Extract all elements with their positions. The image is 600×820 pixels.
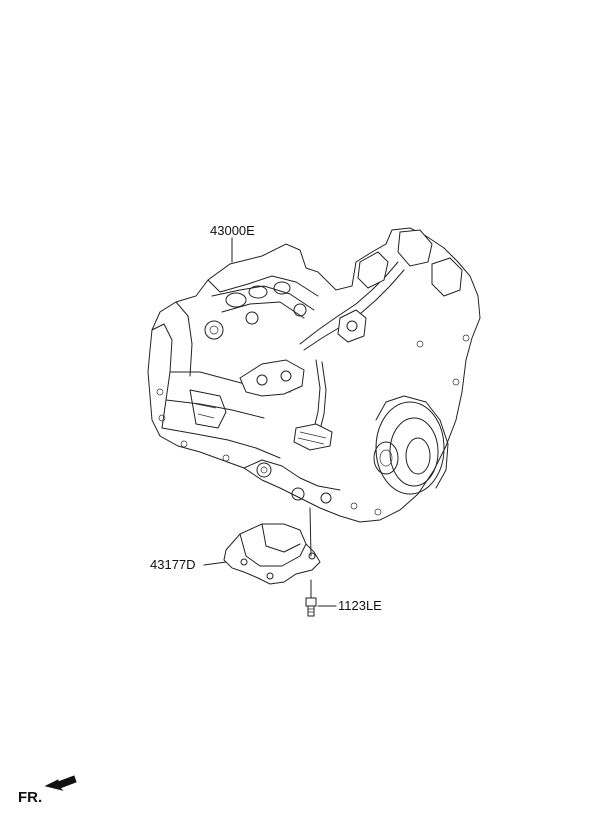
callout-transaxle: 43000E bbox=[210, 223, 255, 238]
arrow-icon bbox=[44, 775, 77, 791]
transaxle-housing bbox=[147, 227, 481, 523]
bolt bbox=[305, 579, 317, 617]
callout-bracket: 43177D bbox=[150, 557, 196, 572]
direction-label: FR. bbox=[18, 789, 43, 806]
leader-lines bbox=[203, 237, 337, 607]
callout-bolt: 1123LE bbox=[338, 598, 382, 613]
mounting-bracket bbox=[223, 523, 321, 585]
